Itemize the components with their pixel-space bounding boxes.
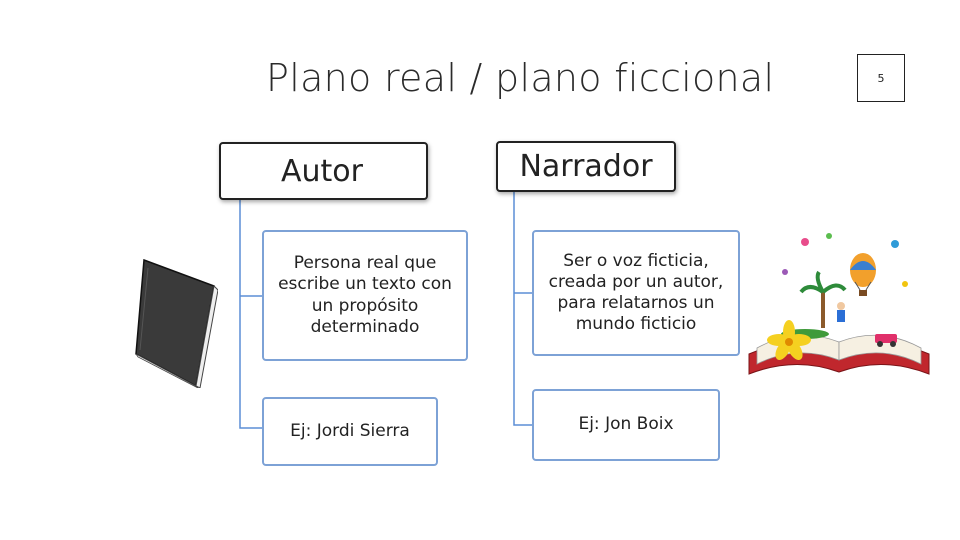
card-autor-definition-text: Persona real que escribe un texto con un…: [278, 253, 452, 337]
card-narrador-example: Ej: Jon Boix: [532, 389, 720, 461]
heading-autor: Autor: [219, 142, 428, 200]
card-narrador-example-text: Ej: Jon Boix: [578, 414, 674, 435]
card-narrador-definition-text: Ser o voz ficticia, creada por un autor,…: [548, 250, 724, 335]
connector-narrador: [513, 192, 532, 426]
page-number: 5: [857, 54, 905, 102]
card-autor-definition: Persona real que escribe un texto con un…: [262, 230, 468, 361]
slide-title: Plano real / plano ficcional: [266, 56, 775, 100]
connector-autor: [239, 200, 262, 429]
card-autor-example: Ej: Jordi Sierra: [262, 397, 438, 466]
heading-narrador: Narrador: [496, 141, 676, 192]
card-autor-example-text: Ej: Jordi Sierra: [290, 420, 410, 441]
card-narrador-definition: Ser o voz ficticia, creada por un autor,…: [532, 230, 740, 356]
open-storybook-illustration: [748, 233, 930, 375]
closed-book-icon: [135, 258, 218, 388]
